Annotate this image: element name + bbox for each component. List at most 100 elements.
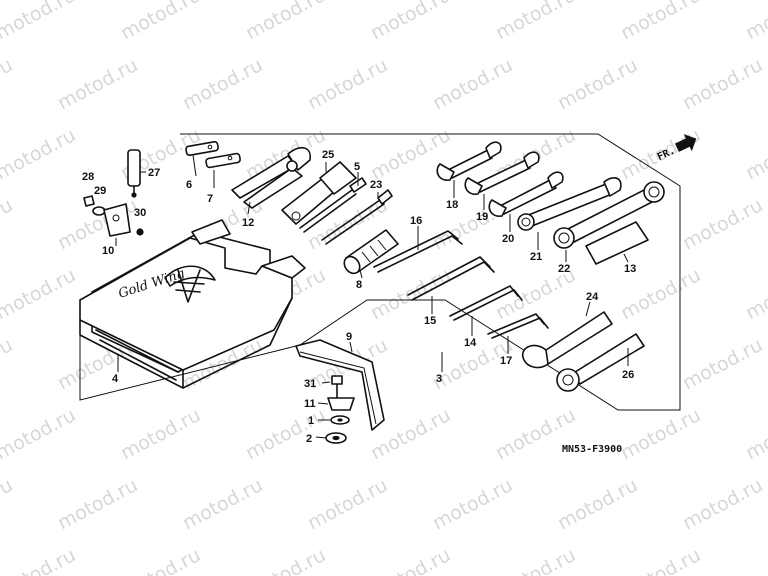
bag-logo-wing	[164, 265, 216, 303]
pin-7[interactable]	[205, 152, 241, 169]
bolt-31[interactable]	[331, 375, 343, 399]
part-labels: 10 6 7 12 25 5 23 8 16 15 14 17 18 19 20…	[82, 149, 636, 445]
watermark-text: motod.ru	[0, 264, 79, 324]
watermark-text: motod.ru	[0, 474, 16, 534]
part-label-8: 8	[356, 279, 362, 291]
watermark-text: motod.ru	[679, 194, 766, 254]
wrench-18[interactable]	[436, 141, 502, 181]
part-label-13: 13	[624, 263, 636, 275]
washer-1[interactable]	[330, 415, 350, 425]
part-label-15: 15	[424, 315, 436, 327]
part-label-19: 19	[476, 211, 488, 223]
pin-6[interactable]	[185, 140, 219, 157]
watermark-text: motod.ru	[54, 474, 141, 534]
part-label-25: 25	[322, 149, 334, 161]
watermark-text: motod.ru	[0, 544, 79, 576]
part-label-10: 10	[102, 245, 114, 257]
spanner-24[interactable]	[521, 311, 613, 369]
watermark-text: motod.ru	[492, 404, 579, 464]
part-label-20: 20	[502, 233, 514, 245]
washer-29[interactable]	[92, 206, 106, 216]
part-label-9: 9	[346, 331, 352, 343]
watermark-text: motod.ru	[679, 54, 766, 114]
part-label-23: 23	[370, 179, 382, 191]
watermark-text: motod.ru	[742, 264, 768, 324]
watermark-text: motod.ru	[0, 404, 79, 464]
part-label-28: 28	[82, 171, 94, 183]
mount-post-27[interactable]	[127, 149, 141, 198]
watermark-text: motod.ru	[367, 0, 454, 44]
watermark-text: motod.ru	[429, 54, 516, 114]
hex-key-14[interactable]	[449, 285, 523, 321]
watermark-text: motod.ru	[304, 54, 391, 114]
part-label-14: 14	[464, 337, 477, 349]
watermark-text: motod.ru	[742, 0, 768, 44]
box-wrench-22[interactable]	[553, 181, 665, 249]
watermark-text: motod.ru	[179, 54, 266, 114]
watermark-text: motod.ru	[554, 54, 641, 114]
watermark-text: motod.ru	[429, 194, 516, 254]
part-label-29: 29	[94, 185, 106, 197]
part-label-4: 4	[112, 373, 119, 385]
part-label-3: 3	[436, 373, 442, 385]
tool-strap[interactable]	[295, 339, 385, 431]
watermark-text: motod.ru	[0, 0, 79, 44]
watermark-text: motod.ru	[0, 334, 16, 394]
hex-key-17[interactable]	[487, 313, 549, 339]
part-label-6: 6	[186, 179, 192, 191]
part-label-17: 17	[500, 355, 512, 367]
watermark-text: motod.ru	[367, 544, 454, 576]
screw-30[interactable]	[136, 228, 144, 236]
wrench-20[interactable]	[488, 171, 564, 217]
watermark-text: motod.ru	[429, 474, 516, 534]
watermark-text: motod.ru	[617, 404, 704, 464]
watermark-text: motod.ru	[117, 544, 204, 576]
hex-key-16[interactable]	[373, 230, 463, 273]
box-wrench-21[interactable]	[517, 177, 622, 231]
hex-key-15[interactable]	[407, 256, 495, 301]
wrench-19[interactable]	[464, 151, 540, 195]
part-label-11: 11	[304, 398, 316, 410]
part-label-21: 21	[530, 251, 542, 263]
washer-2[interactable]	[325, 432, 347, 444]
part-label-31: 31	[304, 378, 316, 390]
screw-28[interactable]	[83, 195, 95, 207]
part-label-22: 22	[558, 263, 570, 275]
watermark-text: motod.ru	[54, 54, 141, 114]
watermark-text: motod.ru	[0, 54, 16, 114]
arrow-right-icon	[674, 134, 697, 152]
screwdriver-bit[interactable]	[321, 189, 393, 245]
drawing-code: MN53-F3900	[562, 444, 622, 455]
watermark-text: motod.ru	[0, 194, 16, 254]
watermark-text: motod.ru	[679, 474, 766, 534]
spark-plug-wrench[interactable]	[281, 161, 357, 225]
watermark-text: motod.ru	[617, 544, 704, 576]
part-label-18: 18	[446, 199, 458, 211]
part-label-1: 1	[308, 415, 314, 427]
grip-sleeve[interactable]	[585, 221, 649, 265]
part-label-27: 27	[148, 167, 160, 179]
watermark-text: motod.ru	[0, 124, 79, 184]
watermark-text: motod.ru	[304, 474, 391, 534]
watermark-text: motod.ru	[492, 544, 579, 576]
spanner-26[interactable]	[556, 333, 645, 392]
part-label-12: 12	[242, 217, 254, 229]
watermark-text: motod.ru	[242, 0, 329, 44]
part-label-5: 5	[354, 161, 360, 173]
watermark-text: motod.ru	[742, 124, 768, 184]
screwdriver-handle[interactable]	[341, 229, 399, 276]
watermark-text: motod.ru	[554, 474, 641, 534]
watermark-text: motod.ru	[679, 334, 766, 394]
part-label-7: 7	[207, 193, 213, 205]
part-label-2: 2	[306, 433, 312, 445]
part-label-26: 26	[622, 369, 634, 381]
watermark-text: motod.ru	[242, 544, 329, 576]
bracket-10[interactable]	[103, 203, 131, 237]
tool-bag[interactable]: Gold Wing	[79, 219, 306, 389]
washer-11[interactable]	[327, 397, 355, 411]
watermark-text: motod.ru	[179, 474, 266, 534]
part-label-24: 24	[586, 291, 599, 303]
watermark-text: motod.ru	[617, 0, 704, 44]
